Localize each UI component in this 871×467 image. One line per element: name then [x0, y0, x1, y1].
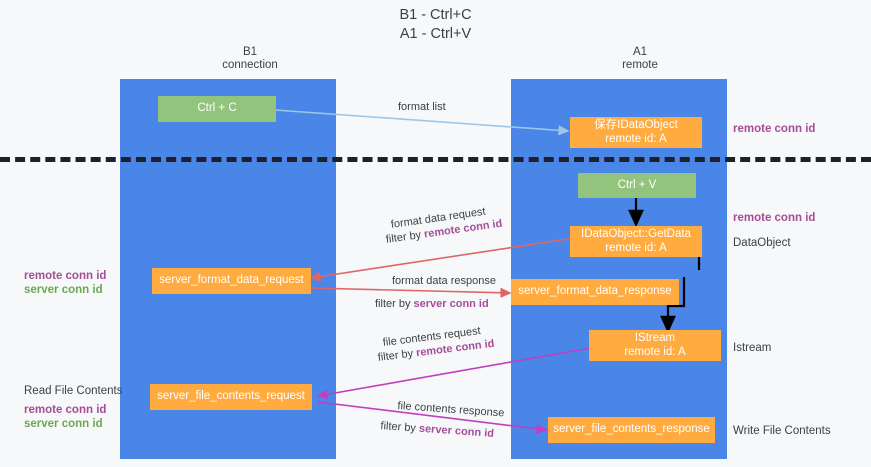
node-save-idataobject[interactable]: 保存IDataObject remote id: A: [570, 117, 702, 148]
filter-prefix: filter by: [385, 228, 425, 246]
node-server-file-contents-request[interactable]: server_file_contents_request: [150, 384, 312, 410]
filter-prefix: filter by: [377, 347, 417, 364]
node-ctrl-v[interactable]: Ctrl + V: [578, 173, 696, 198]
side-label-istream: Istream: [733, 342, 772, 354]
side-label-write-file-contents: Write File Contents: [733, 425, 831, 437]
edge-label-format-list: format list: [398, 101, 446, 113]
side-label-remote-conn-id-top: remote conn id: [733, 123, 816, 135]
side-label-read-file-contents: Read File Contents: [24, 385, 123, 397]
filter-value-server-conn-id: server conn id: [418, 422, 495, 440]
edge-label-file-contents-response: file contents response: [397, 399, 505, 420]
filter-prefix: filter by: [375, 298, 414, 310]
side-label-server-conn-id-mid-left: server conn id: [24, 284, 103, 296]
edge-label-format-data-response-filter: filter by server conn id: [375, 297, 489, 312]
filter-value-server-conn-id: server conn id: [413, 298, 489, 310]
side-label-remote-conn-id-mid: remote conn id: [733, 212, 816, 224]
node-server-format-data-response[interactable]: server_format_data_response: [511, 279, 679, 305]
edge-label-format-data-response: format data response: [392, 275, 496, 287]
side-label-remote-conn-id-mid-left: remote conn id: [24, 270, 107, 282]
side-label-dataobject: DataObject: [733, 237, 791, 249]
lane-header-b1: B1 connection: [222, 46, 278, 71]
filter-prefix: filter by: [380, 419, 420, 435]
node-istream[interactable]: IStream remote id: A: [589, 330, 721, 361]
side-label-server-conn-id-bottom-left: server conn id: [24, 418, 103, 430]
section-divider: [0, 157, 871, 162]
lane-header-a1: A1 remote: [622, 46, 658, 71]
node-ctrl-c[interactable]: Ctrl + C: [158, 96, 276, 122]
diagram-title: B1 - Ctrl+C A1 - Ctrl+V: [399, 7, 472, 42]
node-idataobject-getdata[interactable]: IDataObject::GetData remote id: A: [570, 226, 702, 257]
node-server-format-data-request[interactable]: server_format_data_request: [152, 268, 311, 294]
edge-label-file-contents-response-filter: filter by server conn id: [380, 419, 494, 442]
node-server-file-contents-response[interactable]: server_file_contents_response: [548, 417, 715, 443]
side-label-remote-conn-id-bottom-left: remote conn id: [24, 404, 107, 416]
